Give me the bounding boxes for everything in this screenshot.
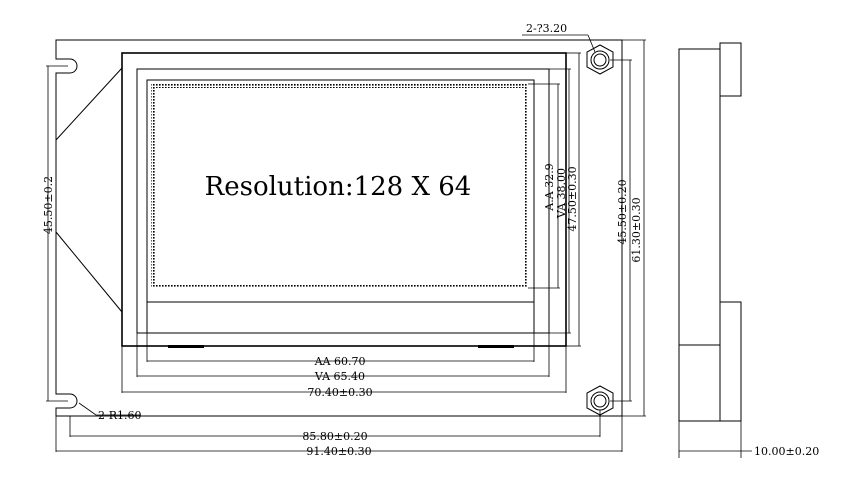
label-radius-callout: 2-R1.60 bbox=[98, 409, 142, 422]
side-pcb bbox=[678, 48, 721, 422]
label-total-width: 91.40±0.30 bbox=[306, 445, 371, 458]
label-hole-pitch-x: 85.80±0.20 bbox=[302, 430, 367, 443]
leader-radius bbox=[78, 402, 97, 416]
front-view: Resolution:128 X 64 bbox=[55, 39, 623, 417]
dimension-lines bbox=[46, 34, 752, 458]
label-hole-callout: 2-?3.20 bbox=[526, 22, 567, 35]
side-module-bottom bbox=[719, 301, 742, 422]
seal-tab-right bbox=[478, 345, 514, 348]
bezel-outer bbox=[121, 52, 567, 347]
side-view bbox=[678, 42, 742, 422]
label-aa-height: A.A 32.9 bbox=[543, 163, 556, 211]
label-outline-height: 47.50±0.30 bbox=[566, 166, 579, 231]
pcb-outline bbox=[55, 39, 623, 417]
side-module-top bbox=[719, 42, 742, 97]
seal-tab-left bbox=[168, 345, 204, 348]
bezel-inner bbox=[136, 68, 550, 334]
label-left-height: 45.50±0.2 bbox=[42, 176, 55, 234]
label-side-thickness: 10.00±0.20 bbox=[754, 445, 819, 458]
active-area bbox=[155, 88, 524, 284]
dimension-labels: AA 60.70 VA 65.40 70.40±0.30 85.80±0.20 … bbox=[42, 22, 819, 458]
label-aa-width: AA 60.70 bbox=[314, 355, 366, 368]
label-hole-pitch-y: 45.50±0.20 bbox=[616, 179, 629, 244]
label-total-height: 61.30±0.30 bbox=[630, 197, 643, 262]
label-va-height: VA 38.00 bbox=[555, 168, 568, 219]
frame-diagonal-top bbox=[55, 67, 123, 141]
resolution-label: Resolution:128 X 64 bbox=[205, 172, 472, 202]
frame-diagonal-bottom bbox=[55, 231, 123, 313]
viewing-area bbox=[146, 79, 535, 303]
label-va-width: VA 65.40 bbox=[314, 370, 365, 383]
label-outline-width: 70.40±0.30 bbox=[307, 386, 372, 399]
mount-hole-top bbox=[586, 44, 614, 75]
